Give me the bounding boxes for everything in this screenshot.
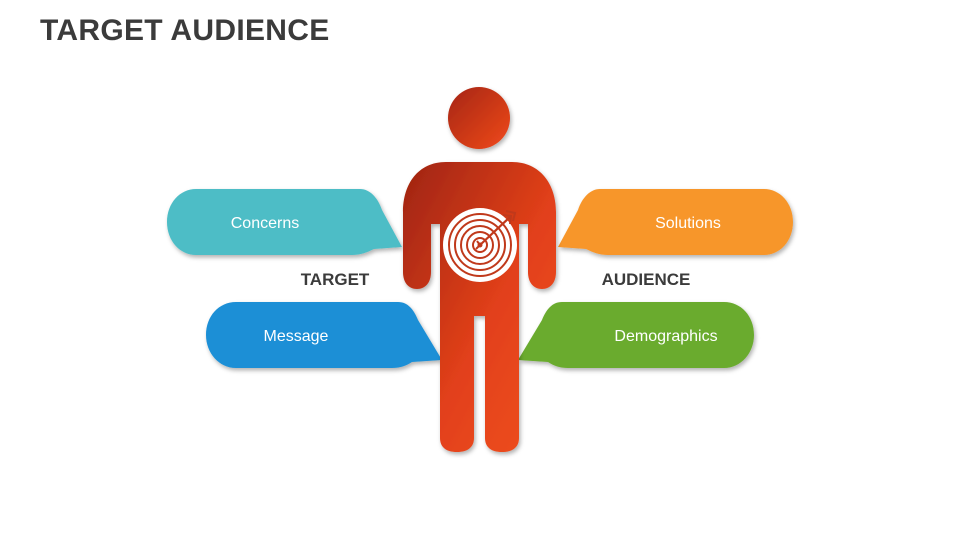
callout-concerns-label: Concerns <box>231 215 299 232</box>
page-title: TARGET AUDIENCE <box>40 14 330 47</box>
callout-demographics-shape <box>518 302 754 368</box>
callout-demographics: Demographics <box>518 302 754 368</box>
callout-solutions: Solutions <box>558 189 793 255</box>
callout-message: Message <box>206 302 442 368</box>
person-icon <box>403 87 556 452</box>
callout-message-shape <box>206 302 442 368</box>
person-body <box>403 162 556 452</box>
callout-demographics-label: Demographics <box>614 328 717 345</box>
target-with-arrow-icon <box>443 208 517 282</box>
label-audience: AUDIENCE <box>602 270 691 289</box>
callout-concerns-shape <box>167 189 402 255</box>
callout-message-label: Message <box>264 328 329 345</box>
person-head <box>448 87 510 149</box>
callout-concerns: Concerns <box>167 189 402 255</box>
callout-solutions-shape <box>558 189 793 255</box>
callout-solutions-label: Solutions <box>655 215 721 232</box>
label-target: TARGET <box>301 270 370 289</box>
